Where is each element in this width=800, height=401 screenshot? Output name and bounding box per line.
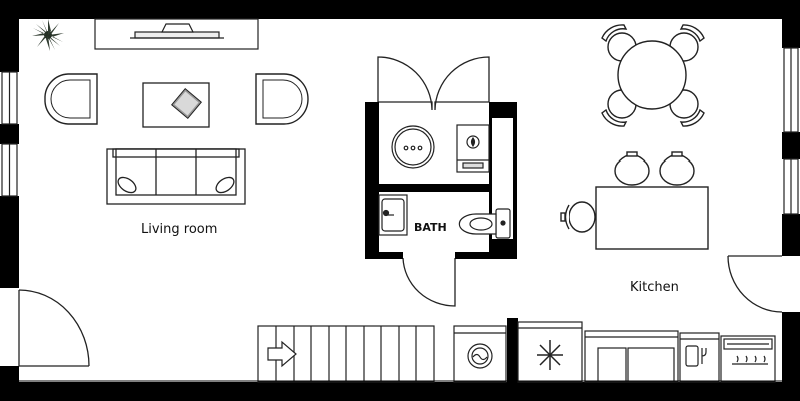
entrance-door-swing	[18, 289, 90, 367]
stairs-arrow	[267, 340, 297, 368]
boiler-icon	[456, 124, 490, 173]
toilet-icon	[458, 208, 511, 239]
wall-bottom	[0, 382, 800, 401]
room-label-kitchen: Kitchen	[630, 280, 679, 295]
kitchen-sink-icon	[685, 345, 707, 367]
wall-left-1	[0, 0, 19, 72]
wall-right-1	[782, 0, 800, 48]
wall-right-4	[782, 312, 800, 401]
island-counter	[595, 186, 709, 250]
block-wall-left	[365, 102, 379, 259]
round-table	[617, 40, 687, 110]
kitchen-island	[560, 151, 709, 250]
block-wall-bottom-left	[365, 252, 403, 259]
sofa-pillow-left	[117, 176, 137, 194]
bar-stool-2	[659, 151, 695, 186]
wall-left-3	[0, 196, 19, 288]
wall-left-4	[0, 366, 19, 401]
block-wall-bottom-right	[455, 252, 517, 259]
dining-table	[601, 24, 705, 127]
counter-dishwasher	[627, 347, 675, 383]
armchair-right	[255, 73, 309, 125]
utility-door-right	[434, 56, 490, 111]
bar-stool-3	[560, 201, 596, 233]
kitchen-door-swing	[727, 255, 783, 313]
washing-machine-icon	[453, 325, 507, 383]
kitchen-partition	[507, 318, 518, 382]
windows	[1, 47, 799, 215]
stove-icon	[720, 335, 776, 383]
stairs-icon	[257, 325, 435, 383]
sofa-icon	[106, 148, 246, 205]
wall-right-3	[782, 214, 800, 256]
potted-plant-icon	[32, 19, 64, 51]
block-wall-top-left	[365, 102, 379, 106]
utility-door-left	[377, 56, 433, 111]
armchair-left	[44, 73, 98, 125]
sink-icon	[378, 194, 408, 236]
kitchen-counters	[517, 321, 776, 383]
coffee-table-icon	[142, 82, 210, 128]
sofa-pillow-right	[215, 176, 235, 194]
counter-sink	[597, 347, 627, 383]
wall-left-2	[0, 124, 19, 144]
room-label-bath: BATH	[414, 221, 447, 234]
wall-top	[0, 0, 800, 19]
fridge-icon	[517, 321, 583, 383]
room-label-living: Living room	[141, 222, 218, 237]
wall-right-2	[782, 132, 800, 159]
tv-icon	[94, 18, 259, 50]
shower-icon	[391, 125, 435, 169]
bath-door-swing	[402, 257, 456, 307]
doors	[18, 56, 783, 367]
armchair-icon	[44, 73, 309, 125]
block-wall-mid	[379, 184, 489, 192]
bar-stool-1	[614, 151, 650, 186]
